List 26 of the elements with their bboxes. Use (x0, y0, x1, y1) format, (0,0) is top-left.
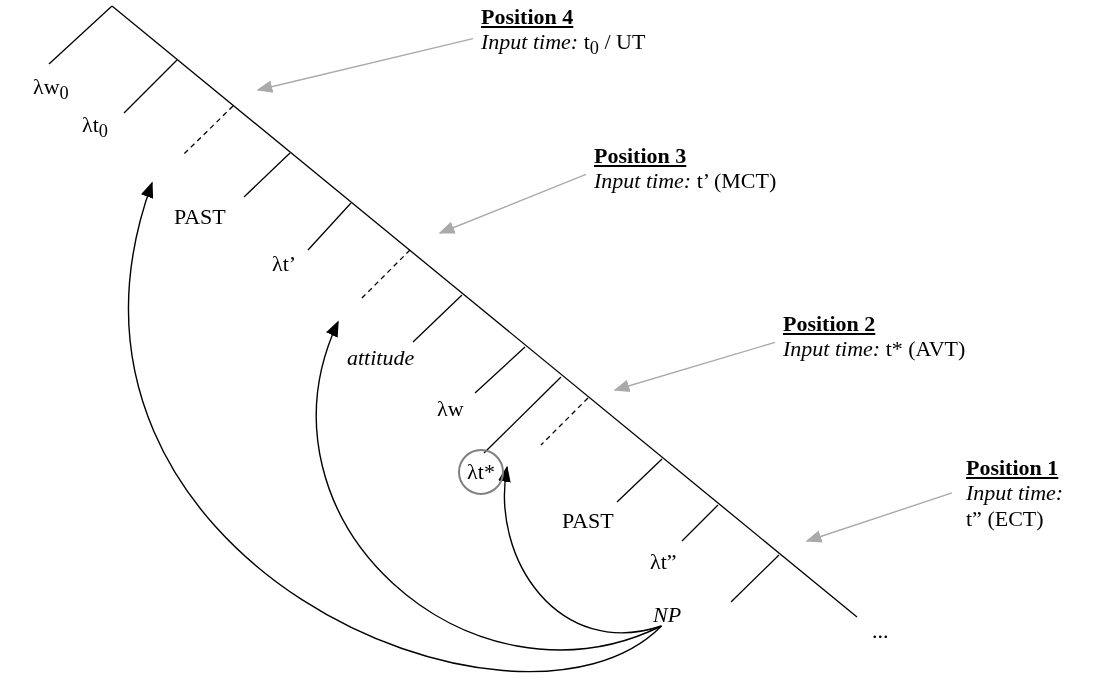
position-heading: Position 4 (481, 4, 575, 30)
circled-lambda-node: λt* (458, 449, 504, 495)
input-time-text: Input time: t$_{0}$ / UT (481, 29, 646, 60)
lambda-label: λw (437, 398, 464, 420)
input-time-text: Input time: t’ (MCT) (594, 168, 777, 194)
position-heading: Position 1 (966, 455, 1060, 481)
np-label: NP (653, 604, 682, 626)
lambda-label: λt$_{0}$ (82, 114, 108, 141)
pointer-arrow (805, 492, 953, 543)
position-heading: Position 2 (783, 311, 877, 337)
lambda-label: λt” (650, 551, 677, 573)
tense-label: PAST (562, 510, 614, 532)
lambda-label: λt’ (272, 253, 297, 275)
tense-label: PAST (174, 206, 226, 228)
pointer-arrow (613, 341, 776, 393)
movement-arrow (499, 465, 663, 634)
position-heading: Position 3 (594, 143, 688, 169)
movement-arrow (129, 181, 663, 672)
ellipsis: ... (872, 620, 889, 642)
pointer-arrow (256, 37, 474, 93)
lambda-label: λw$_{0}$ (33, 76, 69, 103)
input-time-text: Input time: t” (ECT) (966, 480, 1065, 531)
attitude-label: attitude (347, 347, 415, 369)
pointer-arrow (438, 173, 587, 234)
movement-arrow (315, 320, 663, 651)
input-time-text: Input time: t* (AVT) (783, 336, 966, 362)
